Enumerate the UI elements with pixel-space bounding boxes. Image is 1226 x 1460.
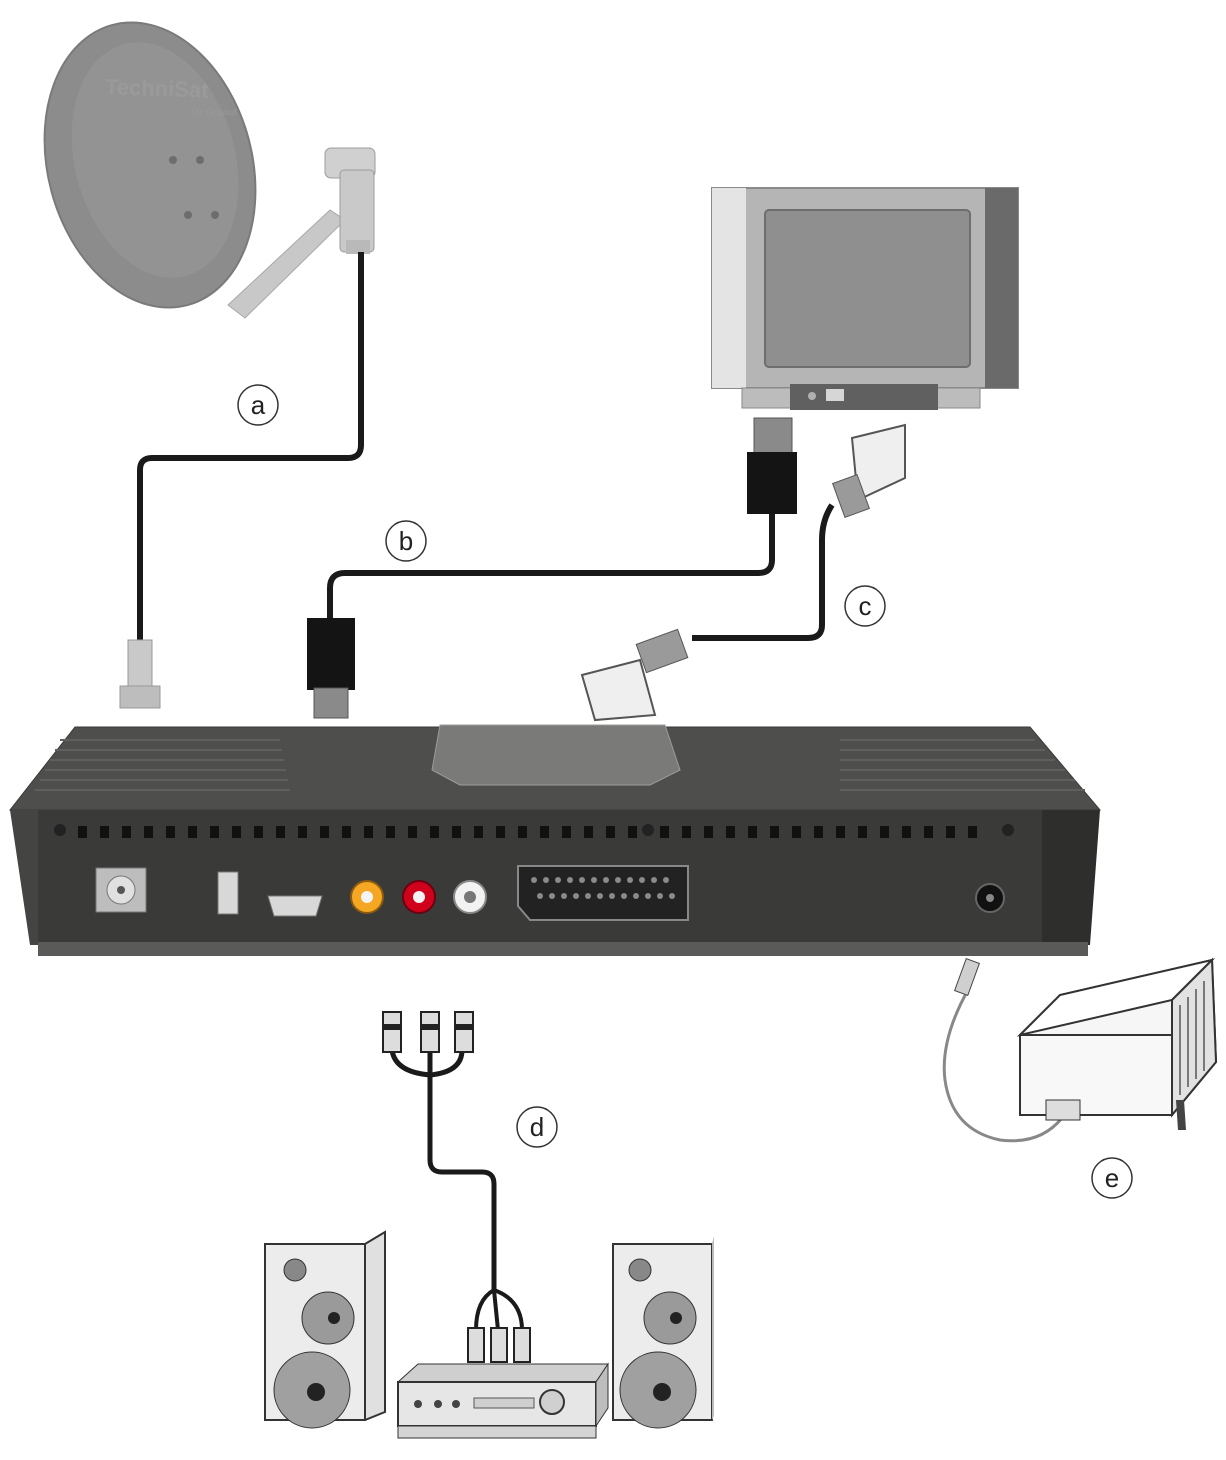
callout-d: d <box>516 1106 558 1148</box>
cable-d <box>382 1011 531 1363</box>
callout-e: e <box>1091 1157 1133 1199</box>
hdmi-plug-tv <box>747 417 797 514</box>
callout-d-label: d <box>530 1112 544 1142</box>
callout-c-label: c <box>859 591 872 621</box>
power-adapter <box>1016 957 1218 1130</box>
hdmi-plug-receiver <box>307 618 355 719</box>
callout-a-label: a <box>251 390 266 420</box>
callout-b-label: b <box>399 526 413 556</box>
lnb <box>324 147 376 254</box>
satellite-dish: TechniSat The Original <box>43 21 376 319</box>
cable-a <box>137 252 364 640</box>
speaker-right <box>612 1236 714 1429</box>
scart-plug-tv <box>831 423 906 519</box>
power-input-port <box>975 883 1005 913</box>
scart-port <box>517 865 689 921</box>
dish-logo-tagline: The Original <box>190 107 237 117</box>
cable-c <box>692 503 835 641</box>
usb-port <box>217 871 239 915</box>
amplifier <box>396 1362 609 1439</box>
dish-logo-text: TechniSat <box>105 74 210 103</box>
rca-video-port <box>350 880 384 914</box>
callout-a: a <box>237 384 279 426</box>
callout-c: c <box>844 585 886 627</box>
rca-audio-right-port <box>402 880 436 914</box>
scart-plug-receiver <box>580 628 689 722</box>
hdmi-port <box>267 895 323 917</box>
receiver <box>8 724 1102 956</box>
lnb-input-port <box>95 867 147 913</box>
f-connector <box>119 639 161 709</box>
callout-e-label: e <box>1105 1163 1119 1193</box>
cable-b <box>327 510 775 620</box>
speaker-left <box>264 1230 386 1429</box>
cable-e <box>942 989 1064 1143</box>
dc-plug <box>953 957 981 997</box>
rca-audio-left-port <box>453 880 487 914</box>
television <box>711 187 1019 410</box>
callout-b: b <box>385 520 427 562</box>
